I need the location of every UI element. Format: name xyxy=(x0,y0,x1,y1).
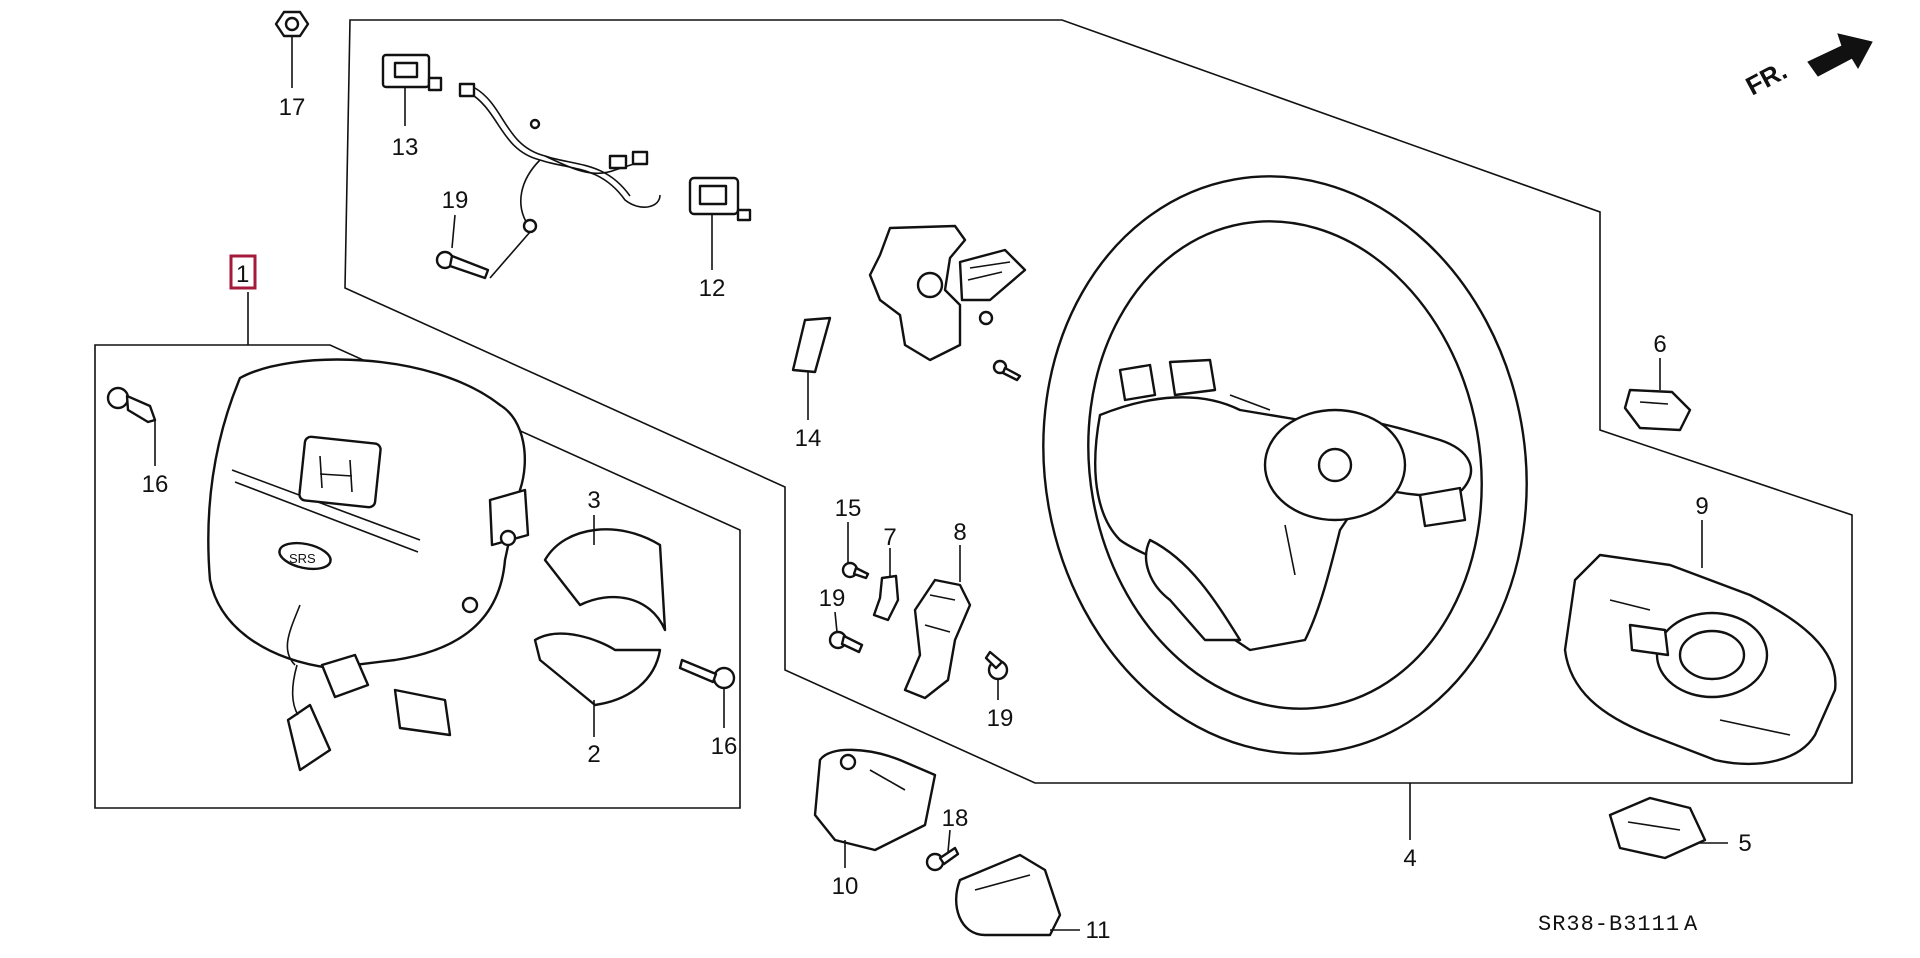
callout-9[interactable]: 9 xyxy=(1695,493,1708,520)
part-3-cover[interactable] xyxy=(543,515,667,632)
callout-1[interactable]: 1 xyxy=(236,261,249,288)
small-screw[interactable] xyxy=(992,359,1022,382)
callout-7[interactable]: 7 xyxy=(883,524,896,551)
callout-16-right[interactable]: 16 xyxy=(711,733,738,760)
callout-18[interactable]: 18 xyxy=(942,805,969,832)
callout-6[interactable]: 6 xyxy=(1653,331,1666,358)
callout-2[interactable]: 2 xyxy=(587,741,600,768)
part-18-screw[interactable] xyxy=(925,829,960,872)
front-direction-indicator: FR. xyxy=(1741,33,1873,101)
callout-16-left[interactable]: 16 xyxy=(142,471,169,498)
part-9-rear-cover[interactable] xyxy=(1563,520,1837,766)
part-1-highlight-box xyxy=(229,254,257,290)
part-19-bolt-middle[interactable] xyxy=(828,611,864,654)
part-11-column-cover[interactable] xyxy=(955,853,1080,937)
part-16-bolt-left[interactable] xyxy=(106,386,157,466)
wheel-assembly-boundary xyxy=(344,19,1853,784)
part-13-connector[interactable] xyxy=(381,53,443,126)
airbag-assembly-boundary xyxy=(94,344,741,809)
callout-8[interactable]: 8 xyxy=(953,519,966,546)
srs-emblem: SRS xyxy=(289,551,316,566)
part-15-screw[interactable] xyxy=(841,522,870,580)
part-8-bracket[interactable] xyxy=(903,545,972,700)
callout-19-middle[interactable]: 19 xyxy=(819,585,846,612)
part-16-bolt-right[interactable] xyxy=(678,658,736,728)
part-7-bracket[interactable] xyxy=(872,548,900,622)
callout-4[interactable]: 4 xyxy=(1403,845,1416,872)
callout-19-top[interactable]: 19 xyxy=(442,187,469,214)
harness-cable[interactable] xyxy=(458,82,661,279)
callout-14[interactable]: 14 xyxy=(795,425,822,452)
callout-15[interactable]: 15 xyxy=(835,495,862,522)
part-19-bolt-right[interactable] xyxy=(984,650,1009,700)
callout-17[interactable]: 17 xyxy=(279,94,306,121)
diagram-code-main: SR38-B3111 xyxy=(1538,912,1680,937)
callout-10[interactable]: 10 xyxy=(832,873,859,900)
part-5-clip[interactable] xyxy=(1608,796,1728,860)
part-12-sensor[interactable] xyxy=(688,176,752,270)
part-1-airbag-module[interactable]: SRS xyxy=(207,292,530,772)
part-4-steering-wheel[interactable] xyxy=(998,138,1571,840)
callout-5[interactable]: 5 xyxy=(1738,830,1751,857)
callout-11[interactable]: 11 xyxy=(1086,917,1111,944)
front-arrow-icon xyxy=(1807,33,1873,77)
front-label: FR. xyxy=(1741,55,1792,101)
callout-12[interactable]: 12 xyxy=(699,275,726,302)
cruise-switch-bracket[interactable] xyxy=(868,224,1027,362)
part-17-nut[interactable] xyxy=(274,10,310,88)
callout-3[interactable]: 3 xyxy=(587,487,600,514)
callout-19-right[interactable]: 19 xyxy=(987,705,1014,732)
part-14-pad[interactable] xyxy=(791,316,832,420)
part-10-column-cover[interactable] xyxy=(813,748,937,868)
diagram-code-suffix: A xyxy=(1684,912,1698,937)
part-2-pad[interactable] xyxy=(533,632,662,737)
callout-13[interactable]: 13 xyxy=(392,134,419,161)
part-6-clip[interactable] xyxy=(1623,358,1692,432)
part-19-bolt-top[interactable] xyxy=(435,214,490,280)
